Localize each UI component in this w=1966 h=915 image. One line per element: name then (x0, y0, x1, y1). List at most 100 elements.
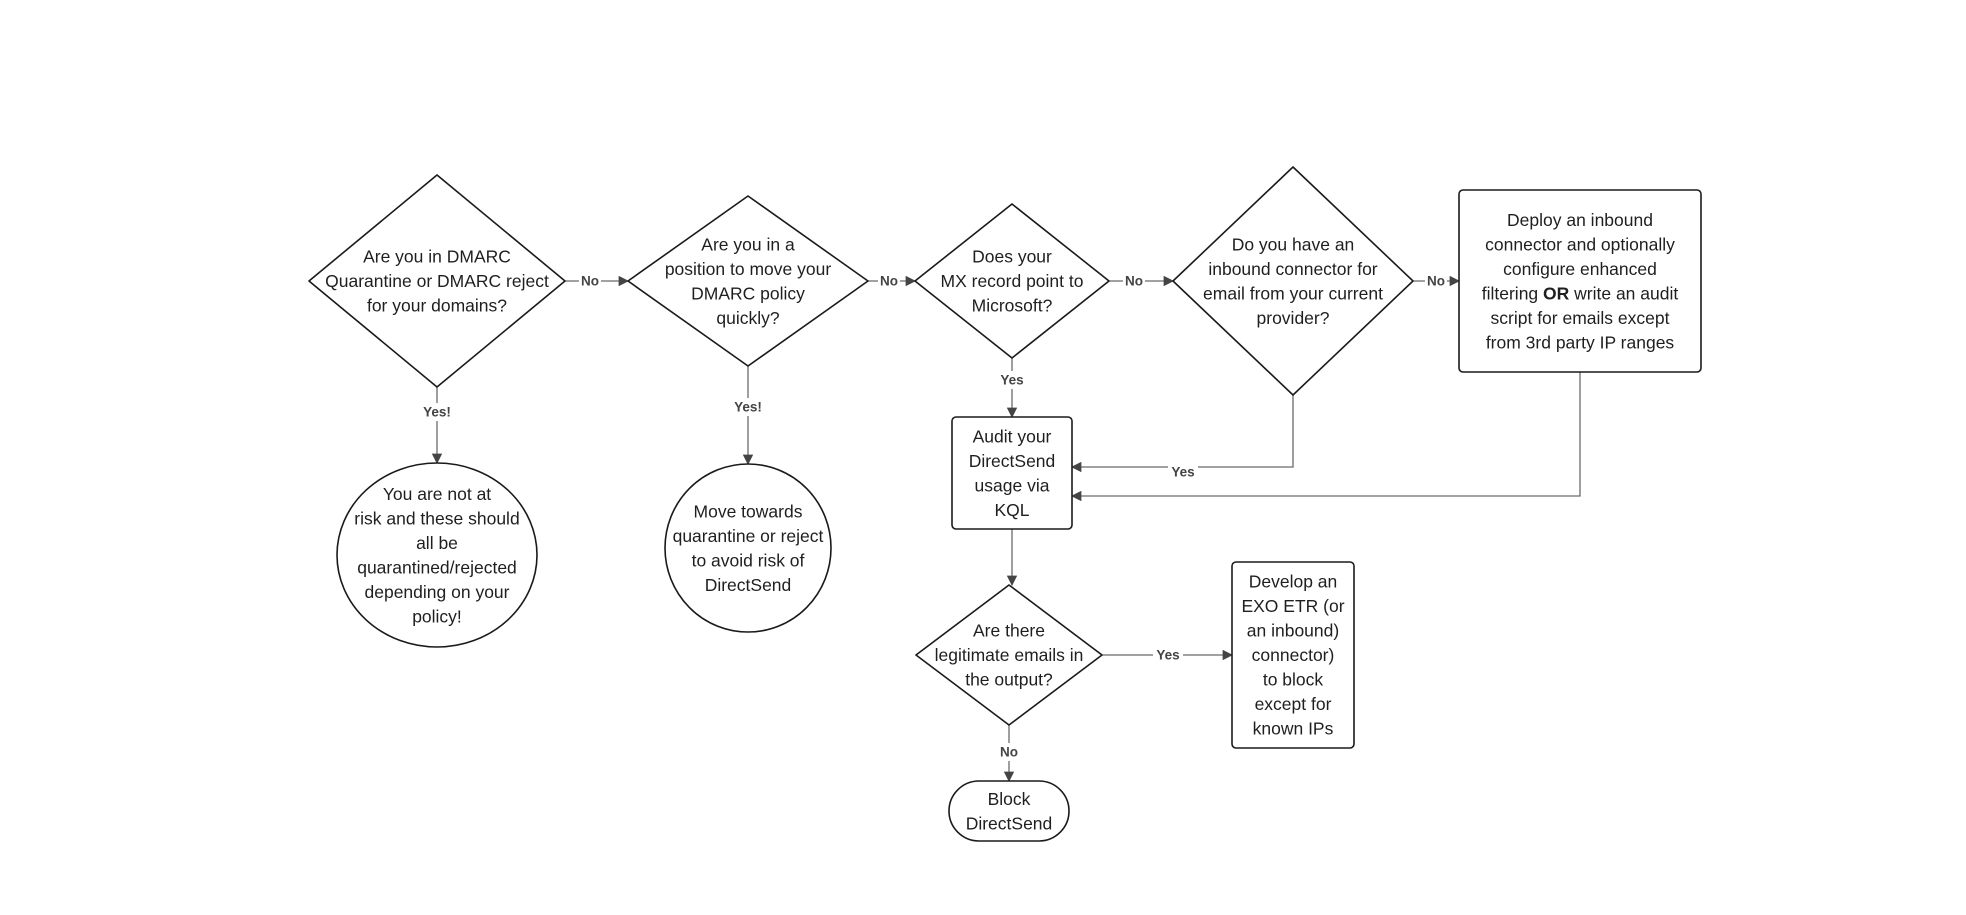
node-text-line: MX record point to (941, 271, 1084, 291)
node-text-line: all be (416, 533, 458, 553)
node-text-line: DirectSend (966, 813, 1053, 833)
node-text-line: Microsoft? (972, 296, 1053, 316)
node-text-line: DirectSend (705, 575, 792, 595)
node-text-line: Deploy an inbound (1507, 210, 1653, 230)
outcome-circle (336, 462, 538, 648)
node-text-line: filtering OR write an audit (1482, 283, 1679, 303)
edge-label: No (880, 274, 898, 289)
node-text-line: the output? (965, 670, 1053, 690)
edge-label-bg (998, 743, 1020, 761)
edge-q-mx-to-q-connector: No (1109, 272, 1175, 290)
edge-label-bg (1123, 272, 1145, 290)
node-text-line: to block (1263, 670, 1324, 690)
edge-label-bg (418, 403, 456, 421)
process-box (1458, 189, 1702, 373)
edge-label: Yes (1171, 465, 1194, 480)
node-text-line: Are you in DMARC (363, 247, 511, 267)
node-text-line: Quarantine or DMARC reject (325, 271, 549, 291)
edge-q-legit-to-block: No (998, 725, 1020, 783)
edge-q-position-to-move-towards: Yes! (729, 366, 767, 466)
node-text-line: Does your (972, 247, 1052, 267)
node-text-line: email from your current (1203, 283, 1383, 303)
node-text-line: for your domains? (367, 296, 507, 316)
edge-deploy-to-audit (1070, 372, 1581, 502)
decision-diamond (308, 174, 566, 388)
edge-label-bg (997, 371, 1027, 389)
edge-label: Yes (1156, 648, 1179, 663)
node-text-line: quarantined/rejected (357, 557, 517, 577)
edge-label-bg (1425, 272, 1447, 290)
edge-label-bg (729, 398, 767, 416)
edge-label: Yes! (734, 400, 762, 415)
decision-diamond (1172, 166, 1414, 396)
terminal-pill (948, 780, 1070, 842)
node-text-line: quickly? (716, 308, 779, 328)
process-box (951, 416, 1073, 530)
node-text-line: depending on your (365, 582, 510, 602)
node-text-line: DMARC policy (691, 283, 805, 303)
node-text-line: Do you have an (1232, 234, 1355, 254)
edge-label: Yes (1000, 373, 1023, 388)
node-text-line: EXO ETR (or (1241, 596, 1344, 616)
edge-label-bg (579, 272, 601, 290)
node-text-line: known IPs (1253, 719, 1334, 739)
node-q-dmarc: Are you in DMARC Quarantine or DMARC reje… (308, 174, 566, 388)
node-text-line: usage via (975, 475, 1050, 495)
process-box (1231, 561, 1355, 749)
edge-label: No (1427, 274, 1445, 289)
node-text-line: Are you in a (701, 234, 795, 254)
node-text-line: connector) (1252, 645, 1335, 665)
edge-label: No (1000, 745, 1018, 760)
node-text-line: to avoid risk of (692, 550, 805, 570)
edge-label-bg (1153, 646, 1183, 664)
outcome-circle (664, 463, 832, 633)
node-text-line: KQL (994, 500, 1029, 520)
edge-q-position-to-q-mx: No (868, 272, 917, 290)
node-text-line: Move towards (694, 501, 803, 521)
node-text-line: inbound connector for (1208, 259, 1377, 279)
edge-label-bg (1168, 463, 1198, 481)
node-text-line: configure enhanced (1503, 259, 1657, 279)
node-text-line: DirectSend (969, 451, 1056, 471)
edge-q-legit-to-develop-etr: Yes (1102, 646, 1234, 664)
node-text-line: connector and optionally (1485, 234, 1675, 254)
node-text-line: position to move your (665, 259, 832, 279)
node-q-connector: Do you have an inbound connector for email… (1172, 166, 1414, 396)
node-text-line: except for (1255, 694, 1332, 714)
node-text-line: provider? (1257, 308, 1330, 328)
node-text-line: legitimate emails in (935, 645, 1084, 665)
nodes-layer: Are you in DMARC Quarantine or DMARC reje… (308, 166, 1702, 842)
node-text-line: You are not at (383, 484, 491, 504)
decision-diamond (627, 195, 869, 367)
decision-diamond (915, 584, 1103, 726)
edge-q-mx-to-audit: Yes (997, 358, 1027, 419)
node-q-mx: Does your MX record point to Microsoft? (914, 203, 1110, 359)
edge-label-bg (878, 272, 900, 290)
edge-label: No (1125, 274, 1143, 289)
edge-label: Yes! (423, 405, 451, 420)
edge-label: No (581, 274, 599, 289)
edge-q-dmarc-to-not-at-risk: Yes! (418, 387, 456, 465)
node-q-legit: Are there legitimate emails in the output? (915, 584, 1103, 726)
node-text-line: policy! (412, 606, 462, 626)
edge-q-dmarc-to-q-position: No (565, 272, 630, 290)
node-text-line: Audit your (973, 426, 1052, 446)
connector-arrow (1070, 372, 1581, 502)
node-deploy: Deploy an inbound connector and optionall… (1458, 189, 1702, 373)
node-text-line: Are there (973, 621, 1045, 641)
edge-q-connector-to-audit: Yes (1070, 395, 1294, 481)
node-text-line: Block (988, 789, 1031, 809)
node-text-line: Develop an (1249, 572, 1338, 592)
edge-q-connector-to-deploy: No (1413, 272, 1461, 290)
connector-arrow (1070, 395, 1294, 473)
node-text-line: script for emails except (1491, 308, 1670, 328)
node-text-line: quarantine or reject (673, 526, 824, 546)
decision-diamond (914, 203, 1110, 359)
